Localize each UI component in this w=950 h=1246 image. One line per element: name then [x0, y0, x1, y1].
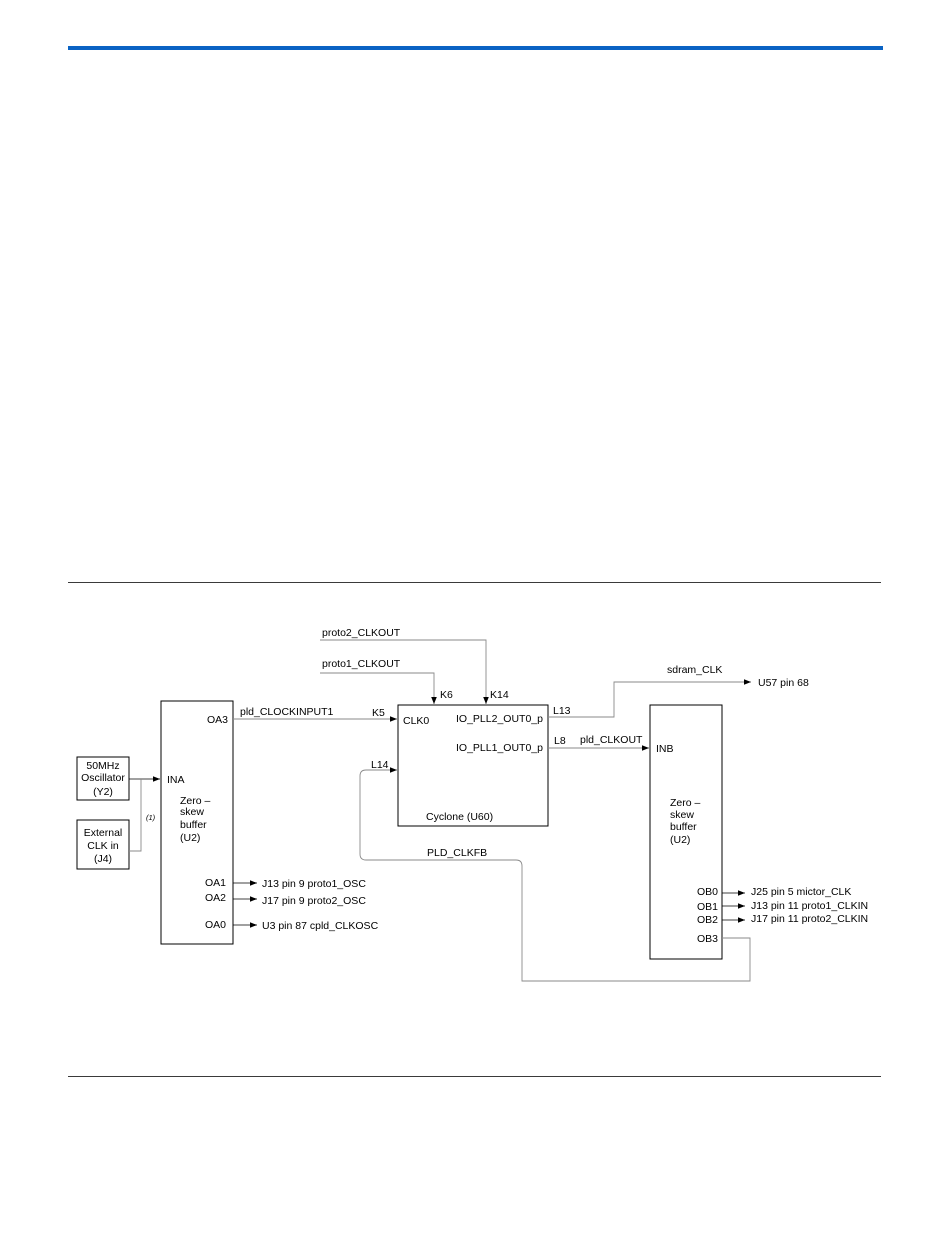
signal-proto1-clkout: proto1_CLKOUT [322, 658, 401, 670]
ext-line-2: CLK in [87, 840, 119, 852]
ext-line-3: (J4) [94, 853, 112, 865]
oscillator-block: 50MHz Oscillator (Y2) [76, 756, 130, 801]
dest-ob0: J25 pin 5 mictor_CLK [751, 886, 851, 898]
external-clk-block: External CLK in (J4) [76, 819, 130, 870]
pin-k5: K5 [372, 707, 385, 719]
port-oa2: OA2 [205, 892, 226, 904]
port-ob2: OB2 [697, 914, 718, 926]
left-buf-line-4: (U2) [180, 832, 200, 844]
signal-pld-clockinput1: pld_CLOCKINPUT1 [240, 706, 334, 718]
right-buf-line-1: Zero – [670, 797, 701, 809]
dest-oa1: J13 pin 9 proto1_OSC [262, 878, 366, 890]
right-buf-line-2: skew [670, 809, 694, 821]
port-ina: INA [167, 774, 185, 786]
pin-l14: L14 [371, 759, 389, 771]
right-buffer-block: INB Zero – skew buffer (U2) OB0 OB1 OB2 … [649, 704, 723, 960]
osc-line-3: (Y2) [93, 786, 113, 798]
osc-line-1: 50MHz [86, 760, 119, 772]
dest-ob2: J17 pin 11 proto2_CLKIN [751, 913, 868, 925]
port-oa1: OA1 [205, 877, 226, 889]
port-oa3: OA3 [207, 714, 228, 726]
footnote-marker: (1) [146, 813, 156, 822]
wire-sdram-clk [548, 679, 751, 718]
wire-pld-clkfb [359, 767, 751, 982]
figure-bottom-rule [68, 1076, 881, 1077]
cyclone-label: Cyclone (U60) [426, 811, 493, 823]
port-ob0: OB0 [697, 886, 718, 898]
dest-ob1: J13 pin 11 proto1_CLKIN [751, 900, 868, 912]
port-oa0: OA0 [205, 919, 226, 931]
pin-l13: L13 [553, 705, 571, 717]
wire-proto2-clkout [320, 639, 489, 704]
dest-oa2: J17 pin 9 proto2_OSC [262, 895, 366, 907]
port-clk0: CLK0 [403, 715, 429, 727]
port-inb: INB [656, 743, 674, 755]
right-buf-line-3: buffer [670, 821, 697, 833]
signal-sdram-clk: sdram_CLK [667, 664, 722, 676]
dest-oa0: U3 pin 87 cpld_CLKOSC [262, 920, 379, 932]
ext-line-1: External [84, 827, 123, 839]
signal-pld-clkfb: PLD_CLKFB [427, 847, 487, 859]
pin-k6: K6 [440, 689, 453, 701]
port-ob1: OB1 [697, 901, 718, 913]
dest-u57: U57 pin 68 [758, 677, 809, 689]
port-pll2: IO_PLL2_OUT0_p [456, 713, 543, 725]
pin-k14: K14 [490, 689, 509, 701]
wire-proto1-clkout [320, 672, 437, 704]
port-ob3: OB3 [697, 933, 718, 945]
header-rule [68, 46, 883, 50]
left-buf-line-3: buffer [180, 819, 207, 831]
port-pll1: IO_PLL1_OUT0_p [456, 742, 543, 754]
left-buffer-block: OA3 INA Zero – skew buffer (U2) OA1 OA2 … [160, 700, 234, 945]
pin-l8: L8 [554, 735, 566, 747]
figure-top-rule [68, 582, 881, 583]
osc-line-2: Oscillator [81, 772, 125, 784]
left-buf-line-2: skew [180, 806, 204, 818]
signal-proto2-clkout: proto2_CLKOUT [322, 627, 401, 639]
cyclone-block: CLK0 IO_PLL2_OUT0_p IO_PLL1_OUT0_p Cyclo… [397, 704, 549, 827]
right-buf-line-4: (U2) [670, 834, 690, 846]
signal-pld-clkout: pld_CLKOUT [580, 734, 643, 746]
wire-ext-ina [129, 779, 142, 852]
left-buf-line-1: Zero – [180, 795, 211, 807]
